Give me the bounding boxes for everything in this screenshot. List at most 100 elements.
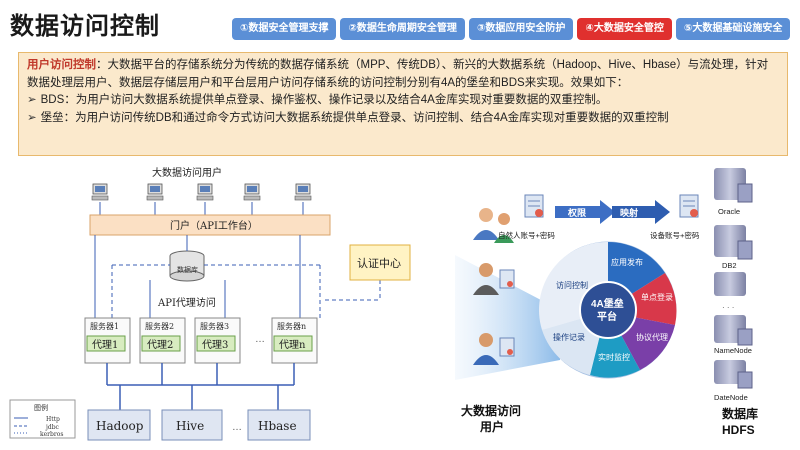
database-icon [714, 272, 746, 296]
segment-operation-log [542, 318, 600, 375]
auth-center-box [349, 244, 411, 281]
segment-label: 应用发布 [611, 257, 643, 267]
bullet-bastion: ➢堡垒：为用户访问传统DB和通过命令方式访问大数据系统提供单点登录、访问控制、结… [27, 110, 779, 128]
database-icon [714, 225, 753, 260]
legend-item: jdbc [45, 424, 60, 431]
certificate-icon [499, 269, 515, 289]
backend-hive [161, 409, 223, 441]
backend-hadoop-label: Hadoop [96, 419, 144, 433]
server-label: 服务器n [277, 321, 306, 331]
server-label: 服务器3 [200, 321, 229, 331]
datastore-label-line1: 数据库 [722, 406, 758, 421]
proxy-box [196, 335, 236, 352]
tab-data-app-security[interactable]: ③数据应用安全防护 [468, 18, 574, 40]
portal-box [89, 214, 331, 236]
platform-label-line1: 4A堡垒 [591, 297, 624, 310]
backend-ellipsis: … [232, 422, 242, 433]
proxy-label: 代理3 [202, 339, 228, 351]
computer-icon [294, 183, 312, 201]
auth-center-label: 认证中心 [357, 257, 401, 270]
db-dots: · · · [722, 303, 734, 312]
platform-label-line2: 平台 [597, 310, 617, 323]
certificate-icon [679, 194, 699, 218]
bullet-bastion-text: 堡垒：为用户访问传统DB和通过命令方式访问大数据系统提供单点登录、访问控制、结合… [40, 111, 669, 124]
bullet-bds: ➢BDS：为用户访问大数据系统提供单点登录、操作鉴权、操作记录以及结合4A金库实… [27, 92, 779, 110]
bullet-arrow-icon: ➢ [27, 111, 37, 124]
db-node-label: DateNode [714, 393, 748, 402]
proxy-box [273, 335, 313, 352]
computer-icon [196, 183, 214, 201]
backend-bus [106, 363, 295, 410]
backend-hive-label: Hive [176, 419, 204, 433]
portal-label: 门户（API工作台） [170, 219, 258, 232]
database-icon [714, 315, 753, 346]
segment-label: 实时监控 [598, 352, 630, 362]
computer-icon [243, 183, 261, 201]
tab-data-security-mgmt[interactable]: ①数据安全管理支撑 [232, 18, 337, 40]
segment-protocol-proxy [620, 317, 675, 370]
legend-item: kerbros [40, 431, 63, 438]
device-account-label: 设备账号+密码 [650, 230, 700, 240]
db-node-label: Oracle [718, 207, 740, 216]
bigdata-user-icon [473, 263, 499, 295]
page-title: 数据访问控制 [10, 13, 160, 40]
description-text: ：大数据平台的存储系统分为传统的数据存储系统（MPP、传统DB）、新兴的大数据系… [27, 59, 769, 89]
proxy-label: 代理1 [92, 339, 118, 351]
mapping-arrow [612, 200, 670, 224]
bullet-arrow-icon: ➢ [27, 94, 37, 106]
segment-app-publish [608, 242, 665, 295]
backend-hadoop [87, 409, 151, 441]
proxy-box [141, 335, 181, 352]
bullet-bds-text: BDS：为用户访问大数据系统提供单点登录、操作鉴权、操作记录以及结合4A金库实现… [40, 94, 608, 106]
tab-bigdata-control[interactable]: ④大数据安全管控 [577, 18, 672, 40]
computer-icon [91, 183, 109, 201]
access-beam [455, 255, 560, 380]
user-computers [91, 183, 312, 201]
computer-icon [146, 183, 164, 201]
fortress-platform-ring [538, 241, 677, 379]
permission-label: 权限 [567, 207, 587, 218]
segment-label: 单点登录 [641, 292, 673, 302]
bigdata-users-label-line2: 用户 [479, 419, 504, 434]
database-icon [714, 168, 753, 203]
bigdata-users-label-line1: 大数据访问 [461, 403, 521, 418]
db-node-label: NameNode [714, 346, 752, 355]
legend: 图例 Http jdbc kerbros [9, 399, 76, 439]
segment-label: 操作记录 [553, 332, 585, 342]
segment-realtime-monitor [590, 333, 640, 378]
certificate-icon [524, 194, 544, 218]
description-box: 用户访问控制：大数据平台的存储系统分为传统的数据存储系统（MPP、传统DB）、新… [18, 52, 788, 156]
db-node-label: DB2 [722, 261, 737, 270]
tab-bigdata-infra[interactable]: ⑤大数据基础设施安全 [675, 18, 791, 40]
proxy-label: 代理n [279, 339, 306, 351]
description-highlight: 用户访问控制 [27, 59, 96, 71]
backend-hbase [247, 409, 311, 441]
segment-label: 协议代理 [636, 332, 668, 342]
legend-title: 图例 [34, 403, 48, 412]
users-label: 大数据访问用户 [152, 166, 222, 179]
proxy-box [86, 335, 126, 352]
tab-data-lifecycle[interactable]: ②数据生命周期安全管理 [340, 18, 465, 40]
server-group: 服务器1 代理1 服务器2 代理2 服务器3 代理3 … 服务器n 代理n [84, 317, 318, 364]
natural-account-label: 自然人账号+密码 [498, 230, 555, 240]
certificate-icon [499, 337, 515, 357]
natural-person-icon [473, 208, 514, 243]
section-tabs: ①数据安全管理支撑 ②数据生命周期安全管理 ③数据应用安全防护 ④大数据安全管控… [232, 18, 791, 40]
jdbc-links [111, 264, 381, 320]
database-icon [169, 250, 205, 282]
segment-label: 访问控制 [556, 280, 588, 290]
api-proxy-label: API代理访问 [157, 296, 216, 309]
database-icon [714, 360, 753, 389]
architecture-diagram: 大数据访问用户 门户（API工作台） 数据库 [9, 166, 758, 441]
segment-sso [630, 273, 677, 325]
user-links [99, 202, 304, 215]
segment-access-control [538, 241, 608, 330]
bigdata-user-icon [473, 333, 499, 365]
server-label: 服务器1 [90, 321, 119, 331]
datastore-label-line2: HDFS [722, 423, 755, 437]
backend-hbase-label: Hbase [258, 419, 297, 433]
legend-item: Http [46, 416, 60, 423]
platform-core [579, 281, 637, 339]
db-stack: Oracle DB2 · · · NameNode DateNode [714, 168, 753, 402]
server-label: 服务器2 [145, 321, 174, 331]
